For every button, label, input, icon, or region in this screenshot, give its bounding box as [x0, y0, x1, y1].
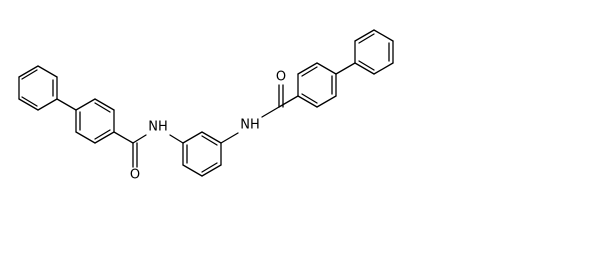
phenyl-ring-left	[18, 65, 58, 111]
amide-group-left	[113, 131, 147, 168]
amide-nh-label-left: NH	[148, 120, 168, 135]
n-aryl-bond-left	[169, 134, 184, 144]
carbonyl-oxygen-label-right: O	[276, 70, 286, 85]
amide-group-right	[261, 84, 299, 118]
biphenyl-bond-left	[56, 98, 77, 111]
central-phenylene-ring	[182, 131, 222, 177]
amide-nh-label-right: NH	[240, 118, 260, 133]
biphenyl-bond-right	[335, 62, 356, 75]
benzoyl-ring-left	[75, 98, 115, 144]
n-aryl-bond-right	[220, 132, 239, 144]
phenyl-ring-right	[354, 29, 394, 75]
benzoyl-ring-right	[297, 62, 337, 108]
carbonyl-oxygen-label-left: O	[130, 168, 140, 183]
